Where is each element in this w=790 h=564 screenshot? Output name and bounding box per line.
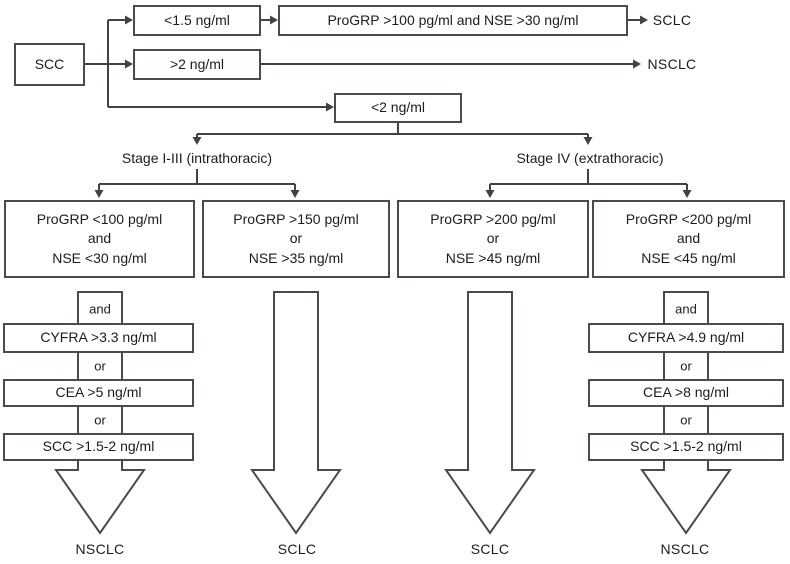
outcome-nsclc-top: NSCLC — [647, 56, 697, 72]
node-progrp-nse-combo: ProGRP >100 pg/ml and NSE >30 ng/ml — [278, 5, 628, 36]
top-row-lines — [261, 15, 648, 69]
label-stage-4-extrathoracic: Stage IV (extrathoracic) — [516, 150, 664, 166]
node-cea-left: CEA >5 ng/ml — [3, 379, 194, 407]
node-criteria-stage4-nsclc: ProGRP <200 pg/ml and NSE <45 ng/ml — [592, 200, 785, 278]
node-scc-lt-1-5: <1.5 ng/ml — [133, 5, 261, 36]
arrowhead-to-criteria-4 — [682, 190, 692, 198]
outcome-sclc-bottom-1: SCLC — [277, 541, 317, 557]
arrowhead-to-sclc-top — [640, 15, 648, 25]
node-criteria-stage4-sclc: ProGRP >200 pg/ml or NSE >45 ng/ml — [397, 200, 589, 278]
node-criteria-stage1-3-sclc: ProGRP >150 pg/ml or NSE >35 ng/ml — [202, 200, 390, 278]
stage-left-split-lines — [94, 169, 300, 198]
criteria-operator: and — [676, 230, 701, 247]
outcome-sclc-top: SCLC — [652, 12, 692, 28]
arrowhead-to-gt2 — [125, 59, 133, 69]
node-cea-right: CEA >8 ng/ml — [588, 379, 784, 407]
block-arrow-down-3 — [444, 291, 536, 535]
connector-word-or-right-2: or — [680, 412, 692, 428]
arrowhead-to-lt2 — [326, 102, 334, 112]
arrowhead-to-lt1-5 — [125, 15, 133, 25]
criteria-operator: or — [486, 230, 500, 247]
stage-split-lines — [192, 123, 593, 145]
node-scc-gt-2: >2 ng/ml — [133, 49, 261, 80]
arrowhead-to-criteria-2 — [290, 190, 300, 198]
node-cyfra-right: CYFRA >4.9 ng/ml — [588, 323, 784, 353]
block-arrow-down-2 — [250, 291, 342, 535]
criteria-line: NSE >35 ng/ml — [248, 249, 344, 266]
connector-word-or-left-1: or — [94, 358, 106, 374]
node-criteria-stage1-3-nsclc: ProGRP <100 pg/ml and NSE <30 ng/ml — [4, 200, 195, 278]
criteria-line: NSE <45 ng/ml — [641, 249, 736, 266]
root-branch-lines — [85, 15, 334, 112]
criteria-line: NSE <30 ng/ml — [52, 249, 147, 266]
node-scc-threshold-left: SCC >1.5-2 ng/ml — [3, 433, 194, 461]
node-cyfra-left: CYFRA >3.3 ng/ml — [3, 323, 194, 353]
outcome-sclc-bottom-2: SCLC — [470, 541, 510, 557]
connector-word-and-right: and — [675, 301, 697, 317]
node-scc-threshold-right: SCC >1.5-2 ng/ml — [588, 433, 784, 461]
criteria-line: ProGRP >200 pg/ml — [430, 210, 556, 227]
criteria-line: ProGRP <200 pg/ml — [625, 210, 752, 227]
connector-word-and-left: and — [89, 301, 111, 317]
criteria-line: ProGRP <100 pg/ml — [36, 210, 163, 227]
connector-word-or-left-2: or — [94, 412, 106, 428]
label-stage-1-3-intrathoracic: Stage I-III (intrathoracic) — [121, 150, 273, 166]
node-scc-root: SCC — [14, 43, 85, 86]
arrowhead-to-nsclc-top — [633, 59, 641, 69]
outcome-nsclc-bottom-1: NSCLC — [75, 541, 125, 557]
arrowhead-to-stage-4 — [583, 137, 593, 145]
arrowhead-to-criteria-1 — [94, 190, 104, 198]
connector-word-or-right-1: or — [680, 358, 692, 374]
node-scc-lt-2: <2 ng/ml — [334, 93, 462, 123]
criteria-operator: or — [289, 230, 303, 247]
criteria-line: ProGRP >150 pg/ml — [233, 210, 359, 227]
outcome-nsclc-bottom-2: NSCLC — [660, 541, 710, 557]
criteria-line: NSE >45 ng/ml — [445, 249, 541, 266]
criteria-operator: and — [87, 230, 112, 247]
arrowhead-to-criteria-3 — [485, 190, 495, 198]
arrowhead-to-combo — [270, 15, 278, 25]
arrowhead-to-stage-1-3 — [192, 137, 202, 145]
stage-right-split-lines — [485, 169, 692, 198]
